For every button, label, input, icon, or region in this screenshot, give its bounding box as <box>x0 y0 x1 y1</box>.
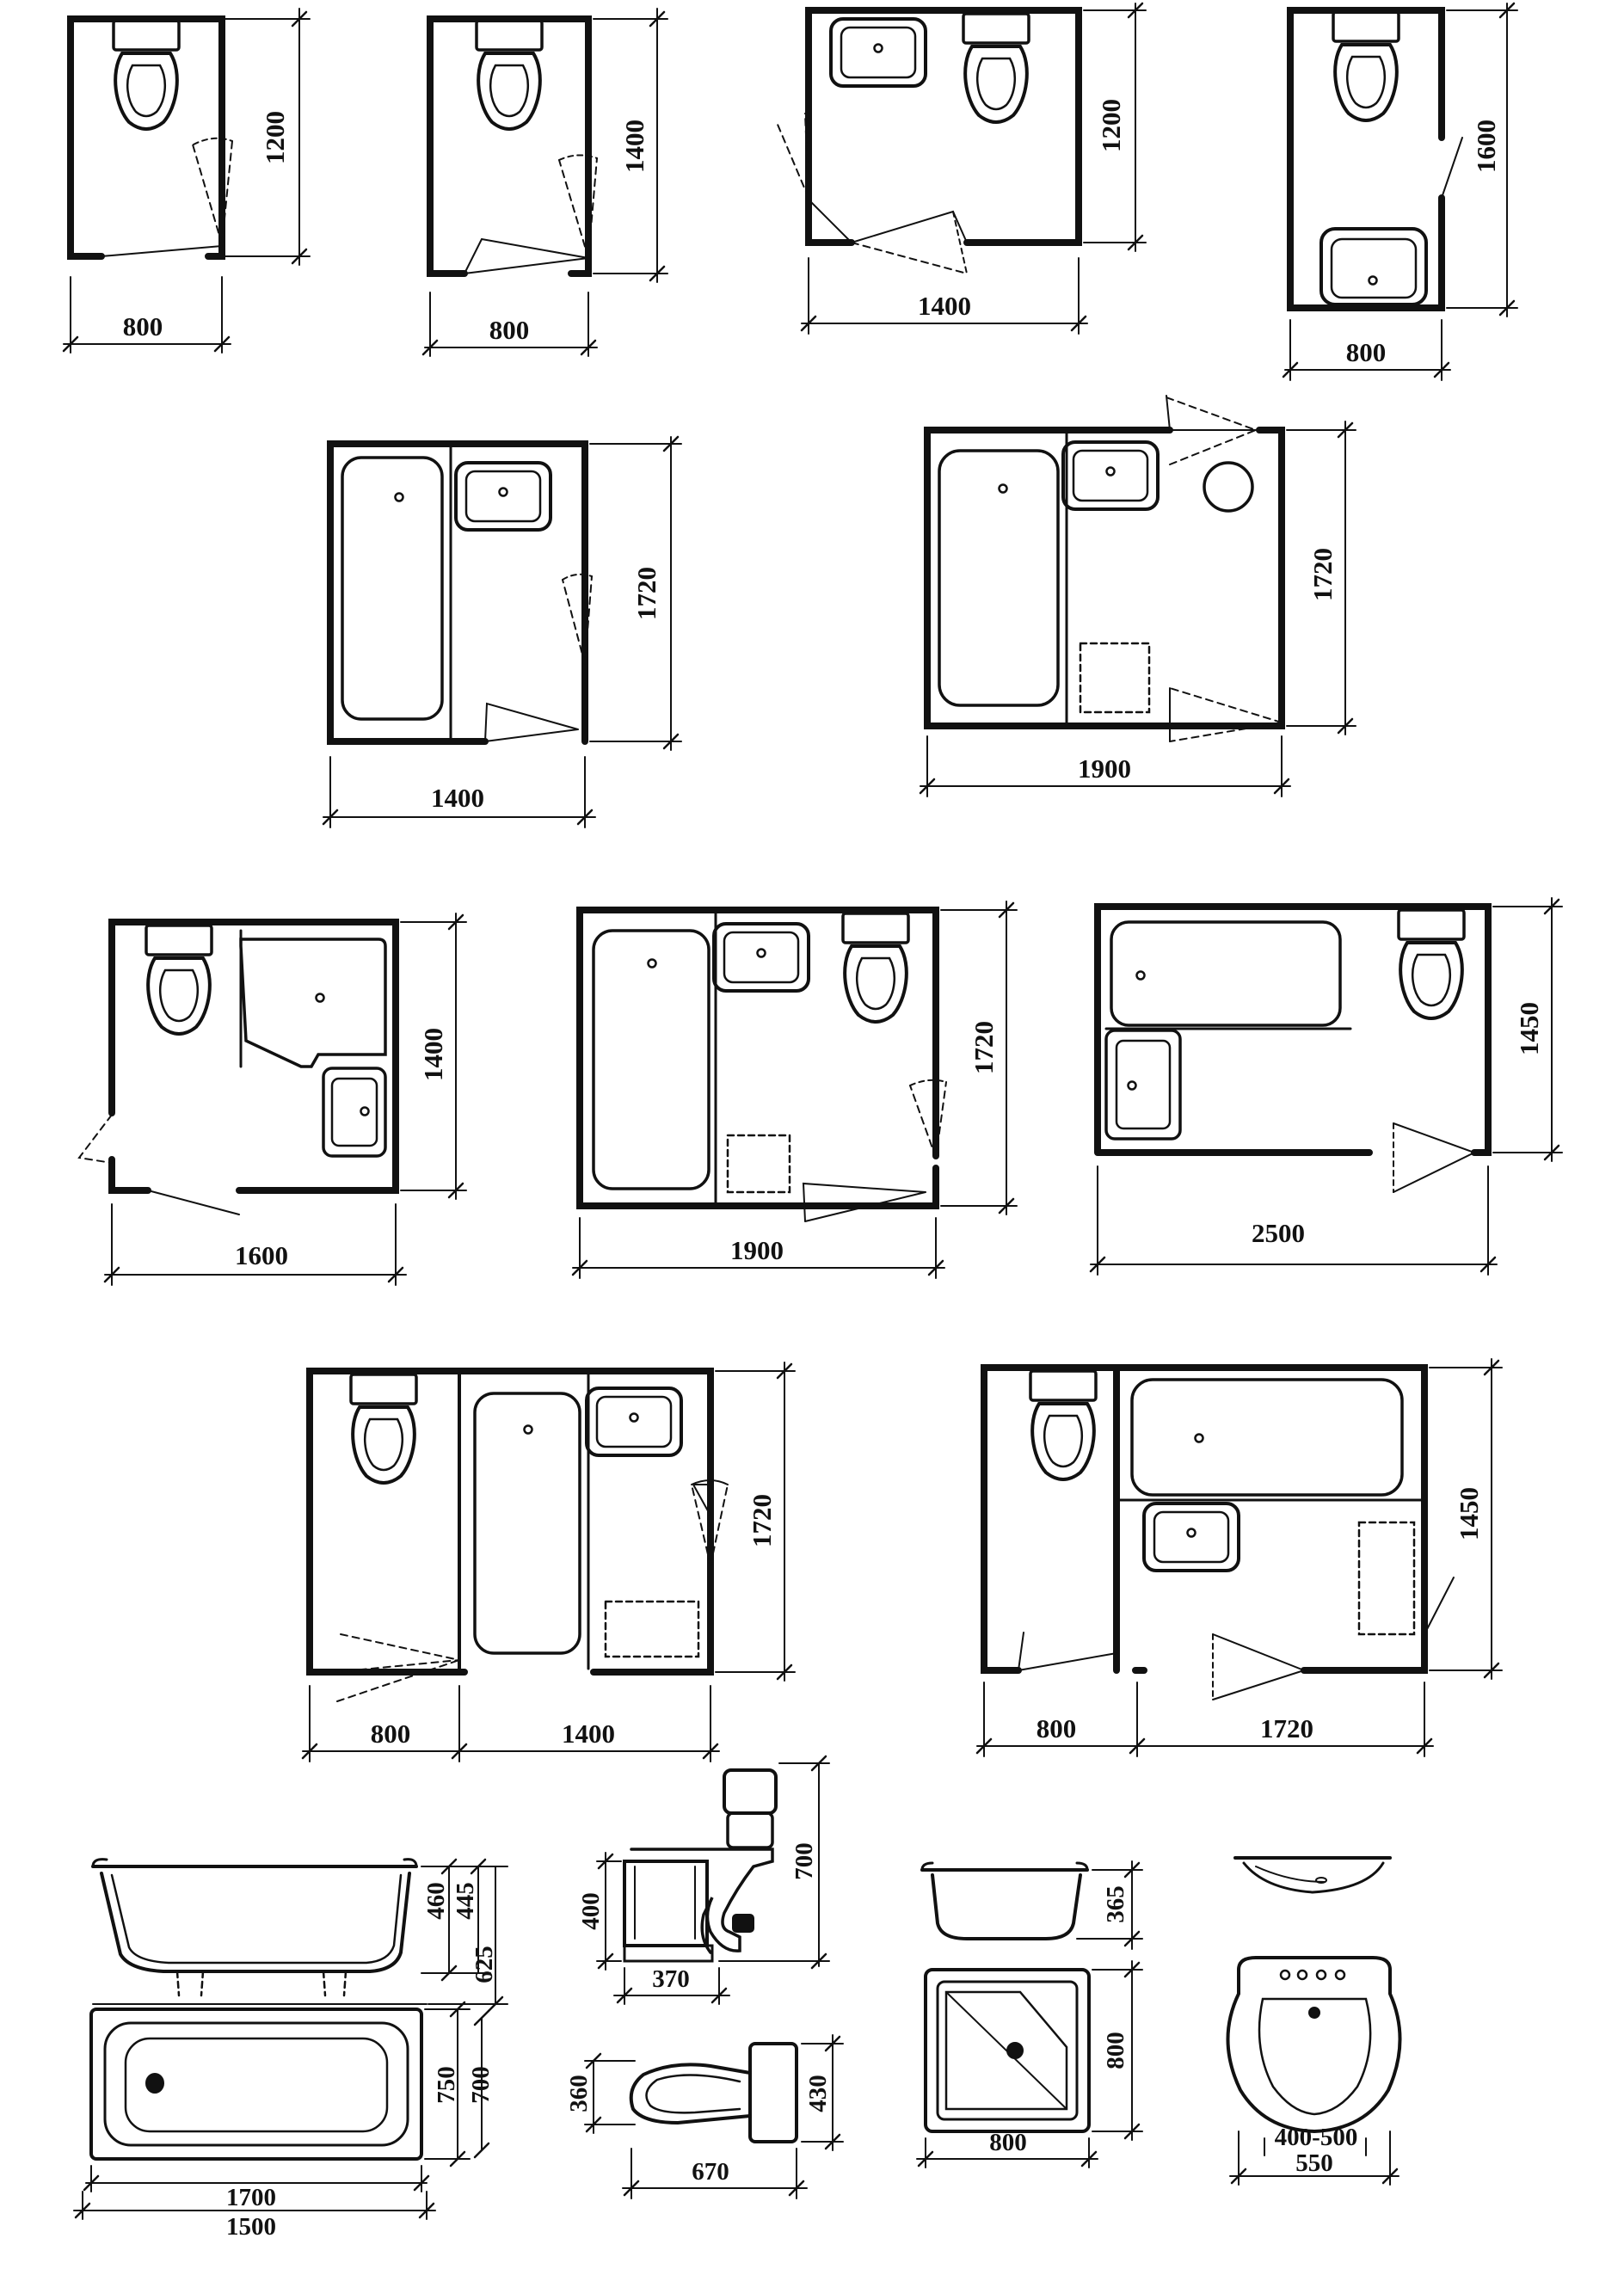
plan-wc-a <box>62 8 311 354</box>
bathtub-height-625: 625 <box>471 1946 498 1983</box>
plan-sep-b <box>975 1358 1503 1757</box>
bathtub-length-1500: 1500 <box>226 2213 276 2241</box>
toilet-height-700: 700 <box>790 1842 818 1880</box>
shower-depth-800: 800 <box>1102 2032 1129 2069</box>
plan-comb-a-width: 1600 <box>235 1240 288 1270</box>
plan-comb-b <box>571 901 1018 1279</box>
plan-bath-a-height: 1720 <box>631 567 661 620</box>
bathtub-height-445: 445 <box>452 1882 479 1920</box>
plan-sep-a-height: 1720 <box>747 1494 777 1547</box>
plan-sep-b-width-right: 1720 <box>1260 1713 1313 1743</box>
dimension-labels: 1200 800 1400 800 1200 1400 1600 800 172… <box>123 99 1544 2241</box>
bathtub-width-700: 700 <box>467 2066 495 2104</box>
fixture-shower <box>916 1860 1143 2168</box>
toilet-width-430: 430 <box>804 2075 832 2112</box>
plan-comb-a-height: 1400 <box>418 1028 448 1081</box>
plan-wc-a-height: 1200 <box>260 111 290 164</box>
fixture-washbasin <box>1226 1856 1402 2186</box>
plan-comb-a <box>77 913 467 1286</box>
plan-sep-a-width-right: 1400 <box>562 1719 615 1749</box>
plan-comb-b-width: 1900 <box>730 1235 784 1265</box>
plan-bath-b <box>919 395 1356 797</box>
plan-sep-b-width-left: 800 <box>1037 1713 1077 1743</box>
washbasin-bowl-width: 400-500 <box>1275 2124 1358 2151</box>
plan-bath-a <box>322 435 682 828</box>
plan-wc-c <box>775 2 1147 335</box>
plan-sep-b-height: 1450 <box>1454 1487 1484 1540</box>
plan-comb-c <box>1089 897 1563 1276</box>
bathtub-length-1700: 1700 <box>226 2184 276 2211</box>
plan-wc-b-height: 1400 <box>619 120 649 173</box>
toilet-length-670: 670 <box>692 2158 729 2186</box>
washbasin-width-550: 550 <box>1295 2149 1333 2177</box>
plan-comb-c-height: 1450 <box>1514 1002 1544 1055</box>
plan-sep-a <box>301 1362 796 1762</box>
plan-sep-a-width-left: 800 <box>371 1719 411 1749</box>
fixture-bathtub <box>73 1858 508 2220</box>
plan-wc-a-width: 800 <box>123 311 163 341</box>
plan-wc-d-height: 1600 <box>1471 120 1501 173</box>
plan-bath-b-width: 1900 <box>1078 753 1131 784</box>
diagram-lines <box>62 2 1563 2220</box>
plan-bath-a-width: 1400 <box>431 783 484 813</box>
plan-comb-b-height: 1720 <box>969 1021 999 1074</box>
plan-wc-b <box>421 8 668 357</box>
plan-wc-c-width: 1400 <box>918 291 971 321</box>
shower-height-365: 365 <box>1102 1885 1129 1923</box>
shower-width-800: 800 <box>989 2129 1027 2156</box>
toilet-depth-370: 370 <box>652 1965 690 1993</box>
plan-bath-b-height: 1720 <box>1307 548 1338 601</box>
toilet-width-360: 360 <box>565 2075 593 2112</box>
bathtub-height-460: 460 <box>422 1882 450 1920</box>
plan-wc-b-width: 800 <box>489 315 530 345</box>
fixture-toilet <box>584 1755 844 2199</box>
plan-wc-c-height: 1200 <box>1096 99 1126 152</box>
plan-wc-d-width: 800 <box>1346 337 1387 367</box>
plan-wc-d <box>1282 2 1518 381</box>
toilet-height-400: 400 <box>577 1892 605 1930</box>
bathtub-width-750: 750 <box>433 2066 460 2104</box>
plan-comb-c-width: 2500 <box>1252 1218 1305 1248</box>
